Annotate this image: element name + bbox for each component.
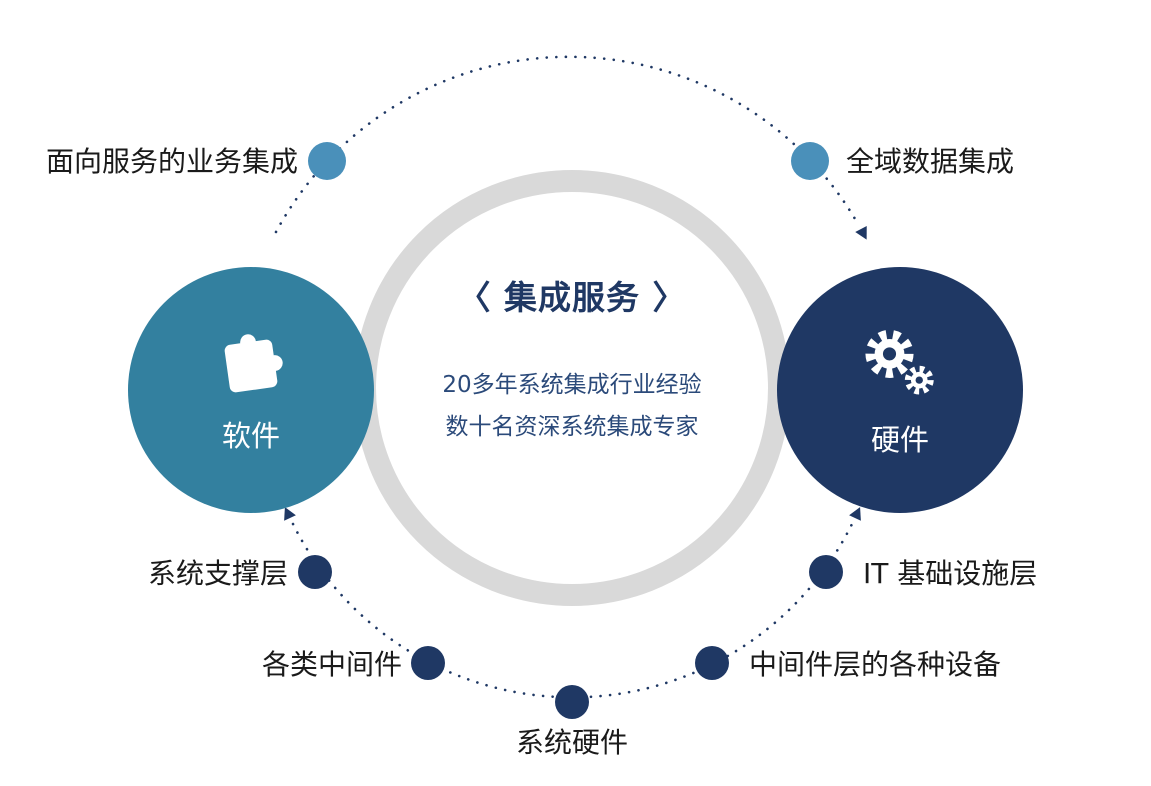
dot-system-hardware: [555, 685, 589, 719]
label-middleware-devices: 中间件层的各种设备: [749, 648, 1002, 681]
center-subtitle-line-2: 数十名资深系统集成专家: [445, 414, 699, 440]
label-it-infrastructure: IT 基础设施层: [863, 557, 1038, 590]
dot-middleware-devices: [695, 646, 729, 680]
dot-middleware: [411, 646, 445, 680]
dot-system-support-layer: [298, 555, 332, 589]
label-middleware: 各类中间件: [261, 648, 402, 681]
hardware-circle: 硬件: [777, 267, 1023, 513]
software-circle: 软件: [128, 267, 374, 513]
center-title: 〈 集成服务 〉: [457, 278, 687, 317]
software-label: 软件: [221, 419, 280, 453]
arrow-into-hardware-top-icon: [855, 225, 867, 240]
label-system-support-layer: 系统支撑层: [147, 557, 288, 590]
label-global-data-integration: 全域数据集成: [846, 145, 1015, 178]
arrow-into-hardware-bottom-icon: [849, 507, 861, 521]
label-system-hardware: 系统硬件: [515, 726, 629, 759]
arrow-into-software-bottom-icon: [284, 507, 296, 521]
gears-icon: [865, 329, 934, 395]
dot-global-data-integration: [791, 142, 829, 180]
center-text-block: 〈 集成服务 〉 20多年系统集成行业经验 数十名资深系统集成专家: [354, 170, 790, 606]
dot-it-infrastructure: [809, 555, 843, 589]
puzzle-icon: [224, 334, 283, 393]
label-service-business-integration: 面向服务的业务集成: [45, 145, 298, 178]
top-arc: [274, 55, 860, 234]
hardware-label: 硬件: [870, 422, 929, 457]
dot-service-business-integration: [308, 142, 346, 180]
center-subtitle-line-1: 20多年系统集成行业经验: [442, 372, 702, 398]
